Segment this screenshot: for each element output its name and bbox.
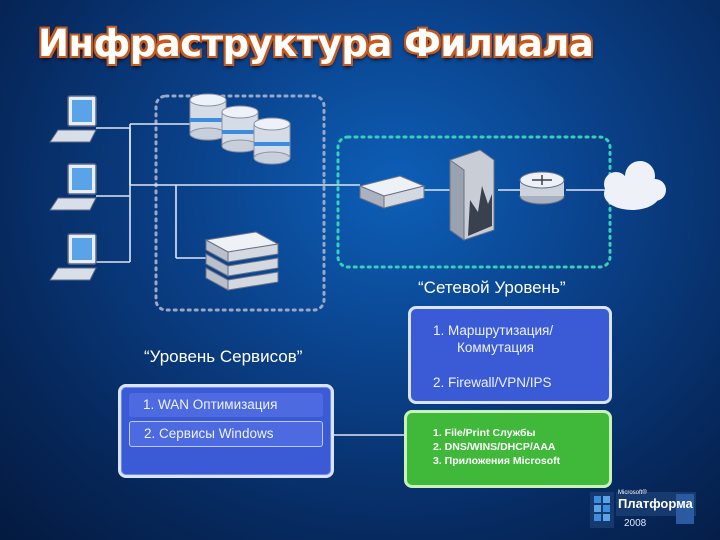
service-tier-frame <box>154 94 326 312</box>
laptop-icon <box>49 95 97 143</box>
database-icon <box>221 105 259 153</box>
connection-lines <box>96 123 606 436</box>
database-icon <box>253 117 291 165</box>
service-item-windows: 2. Сервисы Windows <box>129 421 323 447</box>
service-layer-box: 1. WAN Оптимизация 2. Сервисы Windows <box>118 384 334 478</box>
laptop-icon <box>49 163 97 211</box>
logo-year: 2008 <box>624 518 647 529</box>
windows-services-box: 1. File/Print Службы 2. DNS/WINS/DHCP/AA… <box>404 410 612 488</box>
services-list-item: 2. DNS/WINS/DHCP/AAA <box>433 441 556 453</box>
platform-logo: Microsoft® Платформа 2008 <box>590 488 700 532</box>
logo-name: Платформа <box>618 496 693 511</box>
page-title: Инфраструктура Филиала <box>38 22 594 65</box>
network-item-routing: 1. Маршрутизация/ <box>433 323 554 338</box>
cloud-icon <box>604 161 666 210</box>
services-list-item: 3. Приложения Microsoft <box>433 455 561 467</box>
service-layer-caption: “Уровень Сервисов” <box>144 347 303 366</box>
database-icon <box>189 93 227 141</box>
server-stack-icon <box>204 231 280 291</box>
firewall-icon <box>449 149 495 241</box>
network-item-routing-cont: Коммутация <box>457 340 534 355</box>
service-item-wan: 1. WAN Оптимизация <box>129 393 323 417</box>
laptop-icon <box>49 233 97 281</box>
router-icon <box>519 171 565 205</box>
network-appliance-icon <box>358 175 426 209</box>
network-item-firewall: 2. Firewall/VPN/IPS <box>433 375 552 390</box>
network-layer-box: 1. Маршрутизация/ Коммутация 2. Firewall… <box>408 306 612 404</box>
services-list-item: 1. File/Print Службы <box>433 427 536 439</box>
logo-brand: Microsoft® <box>618 490 647 496</box>
network-layer-caption: “Сетевой Уровень” <box>418 278 566 297</box>
